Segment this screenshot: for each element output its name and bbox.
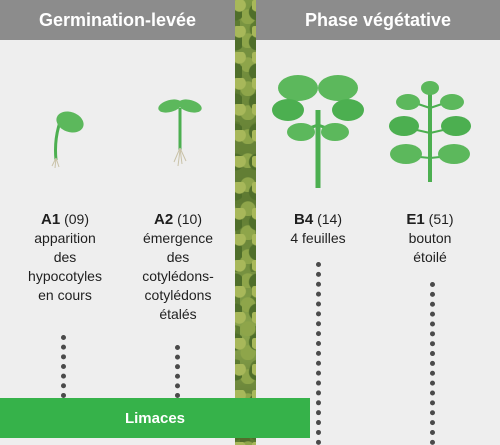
stage-code: A1 <box>41 211 61 228</box>
vegetative-header: Phase végétative <box>256 0 500 40</box>
germination-header: Germination-levée <box>0 0 235 40</box>
stage-code: B4 <box>294 211 314 228</box>
stage-number: (10) <box>177 211 202 227</box>
stage-code: E1 <box>406 211 425 228</box>
stage-a2: A2 (10) émergence des cotylédons- cotylé… <box>118 210 238 324</box>
stage-desc: 4 feuilles <box>290 230 346 246</box>
dotted-line-a1 <box>61 335 66 398</box>
stage-desc: cotylédons <box>144 287 212 303</box>
germination-panel: Germination-levée <box>0 0 235 445</box>
stage-desc: des <box>166 249 190 265</box>
plant-e1-icon <box>389 81 471 182</box>
vegetative-panel: Phase végétative <box>256 0 500 445</box>
stage-desc: bouton <box>408 230 452 246</box>
stage-code: A2 <box>154 211 174 228</box>
dotted-line-e1 <box>430 282 435 445</box>
stage-b4: B4 (14) 4 feuilles <box>258 210 378 248</box>
stage-number: (09) <box>64 211 89 227</box>
stage-number: (51) <box>428 211 454 227</box>
stage-desc: étalés <box>159 306 197 322</box>
stage-desc: cotylédons- <box>142 268 214 284</box>
stage-desc: en cours <box>38 287 92 303</box>
stage-desc: étoilé <box>413 249 447 265</box>
seedling-a2-icon <box>158 99 202 167</box>
limaces-band: Limaces <box>0 398 310 438</box>
plant-b4-icon <box>272 75 364 188</box>
stage-e1: E1 (51) bouton étoilé <box>370 210 490 267</box>
dotted-line-b4 <box>316 262 321 445</box>
stage-number: (14) <box>317 211 342 227</box>
dotted-line-a2 <box>175 345 180 398</box>
stage-desc: hypocotyles <box>28 268 102 284</box>
seedling-a1-icon <box>51 111 84 169</box>
stage-desc: des <box>53 249 77 265</box>
stage-desc: apparition <box>34 230 96 246</box>
stage-desc: émergence <box>142 230 214 246</box>
stage-a1: A1 (09) apparition des hypocotyles en co… <box>5 210 125 305</box>
